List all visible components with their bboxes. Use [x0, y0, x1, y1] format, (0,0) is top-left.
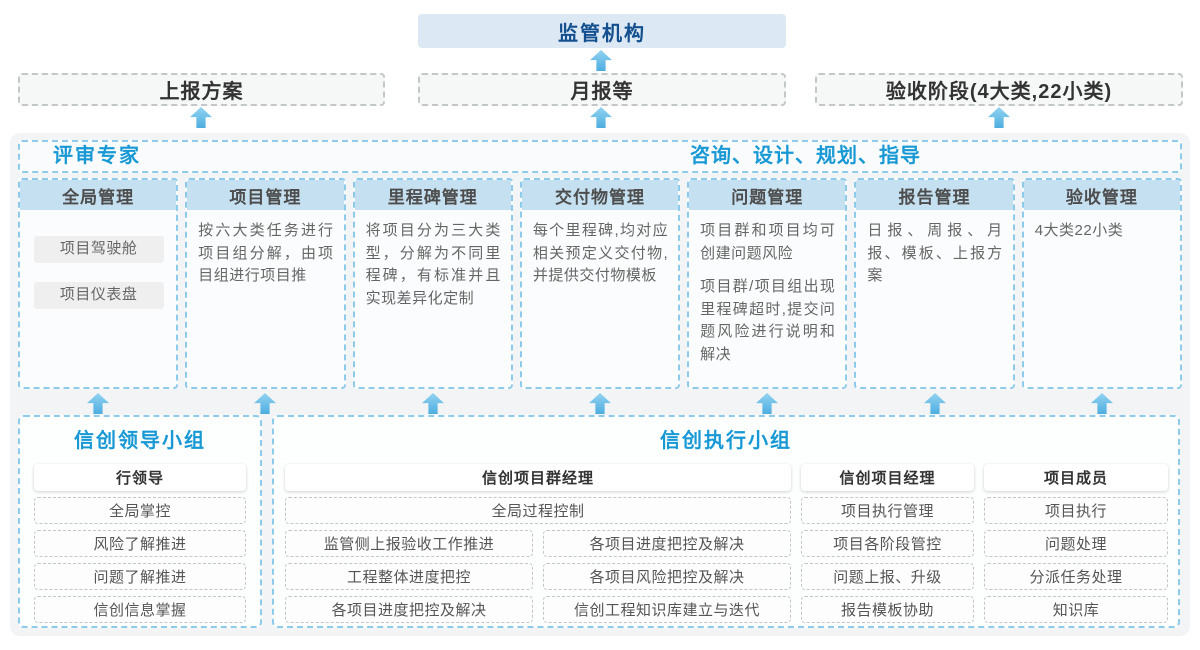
- execution-group-title: 信创执行小组: [660, 430, 792, 452]
- regulator-label: 监管机构: [558, 22, 646, 45]
- pg-item: 各项目风险把控及解决: [543, 563, 791, 590]
- pm-item: 项目各阶段管控: [801, 530, 974, 557]
- report-box-acceptance: 验收阶段(4大类,22小类): [815, 73, 1183, 106]
- leadership-group: 信创领导小组 行领导 全局掌控 风险了解推进 问题了解推进 信创信息掌握: [18, 415, 262, 628]
- up-arrow-icon: [422, 393, 444, 414]
- column-text: 4大类22小类: [1034, 222, 1124, 239]
- report-box-monthly: 月报等: [418, 73, 786, 106]
- column-body: 项目驾驶舱 项目仪表盘: [20, 210, 176, 309]
- member-item: 知识库: [984, 596, 1168, 623]
- column-text: 项目群/项目组出现里程碑超时,提交问题风险进行说明和解决: [700, 278, 836, 363]
- report-label: 验收阶段(4大类,22小类): [885, 81, 1113, 103]
- column-title: 验收管理: [1023, 180, 1180, 210]
- execution-group: 信创执行小组 信创项目群经理 全局过程控制 监管侧上报验收工作推进 各项目进度把…: [272, 415, 1180, 628]
- consulting-label: 咨询、设计、规划、指导: [690, 145, 921, 167]
- column-title: 交付物管理: [521, 180, 679, 210]
- leadership-group-body: 行领导 全局掌控 风险了解推进 问题了解推进 信创信息掌握: [20, 456, 260, 623]
- up-arrow-icon: [756, 393, 778, 414]
- leadership-item: 全局掌控: [34, 497, 246, 524]
- report-box-plan: 上报方案: [18, 73, 385, 106]
- column-body: 将项目分为三大类型，分解为不同里程碑，有标准并且实现差异化定制: [355, 210, 511, 310]
- pg-item: 各项目进度把控及解决: [543, 530, 791, 557]
- column-text: 将项目分为三大类型，分解为不同里程碑，有标准并且实现差异化定制: [365, 222, 501, 307]
- pg-item: 信创工程知识库建立与迭代: [543, 596, 791, 623]
- column-body: 项目群和项目均可创建问题风险 项目群/项目组出现里程碑超时,提交问题风险进行说明…: [689, 210, 845, 366]
- column-body: 日报、周报、月报、模板、上报方案: [856, 210, 1012, 288]
- up-arrow-icon: [589, 393, 611, 414]
- column-title: 全局管理: [20, 180, 177, 210]
- up-arrow-icon: [190, 107, 212, 128]
- pm-item: 报告模板协助: [801, 596, 974, 623]
- column-body: 按六大类任务进行项目组分解，由项目组进行项目推: [187, 210, 343, 288]
- column-report-management: 报告管理 日报、周报、月报、模板、上报方案: [854, 178, 1015, 389]
- role-project-member: 项目成员: [984, 464, 1168, 491]
- column-deliverable-management: 交付物管理 每个里程碑,均对应相关预定义交付物,并提供交付物模板: [519, 178, 681, 389]
- report-label: 上报方案: [159, 81, 244, 103]
- up-arrow-icon: [254, 393, 276, 414]
- column-title: 报告管理: [856, 180, 1013, 210]
- report-label: 月报等: [570, 81, 634, 103]
- module-columns: 全局管理 项目驾驶舱 项目仪表盘 项目管理 按六大类任务进行项目组分解，由项目组…: [18, 178, 1182, 389]
- leadership-item: 风险了解推进: [34, 530, 246, 557]
- column-issue-management: 问题管理 项目群和项目均可创建问题风险 项目群/项目组出现里程碑超时,提交问题风…: [687, 178, 848, 389]
- pg-item-grid: 监管侧上报验收工作推进 各项目进度把控及解决 工程整体进度把控 各项目风险把控及…: [285, 524, 791, 623]
- column-body: 每个里程碑,均对应相关预定义交付物,并提供交付物模板: [522, 210, 678, 288]
- project-member-column: 项目成员 项目执行 问题处理 分派任务处理 知识库: [984, 460, 1168, 623]
- column-title: 问题管理: [689, 180, 846, 210]
- leadership-group-title: 信创领导小组: [74, 430, 206, 452]
- column-body: 4大类22小类: [1024, 210, 1180, 243]
- advisor-header: 评审专家 咨询、设计、规划、指导: [18, 140, 1182, 173]
- chip-project-cockpit: 项目驾驶舱: [33, 236, 164, 263]
- column-text: 日报、周报、月报、模板、上报方案: [867, 222, 1003, 284]
- up-arrow-icon: [988, 107, 1010, 128]
- up-arrow-icon: [590, 107, 612, 128]
- execution-group-body: 信创项目群经理 全局过程控制 监管侧上报验收工作推进 各项目进度把控及解决 工程…: [274, 456, 1178, 623]
- column-text: 每个里程碑,均对应相关预定义交付物,并提供交付物模板: [532, 222, 669, 284]
- pg-item-full: 全局过程控制: [285, 497, 791, 524]
- column-title: 项目管理: [187, 180, 344, 210]
- program-manager-column: 信创项目群经理 全局过程控制 监管侧上报验收工作推进 各项目进度把控及解决 工程…: [285, 460, 791, 623]
- pg-item: 监管侧上报验收工作推进: [285, 530, 533, 557]
- leadership-item: 问题了解推进: [34, 563, 246, 590]
- up-arrow-icon: [87, 393, 109, 414]
- leadership-item: 信创信息掌握: [34, 596, 246, 623]
- pm-item: 项目执行管理: [801, 497, 974, 524]
- column-acceptance-management: 验收管理 4大类22小类: [1021, 178, 1182, 389]
- role-bank-leader: 行领导: [34, 464, 246, 491]
- chip-project-dashboard: 项目仪表盘: [33, 282, 164, 309]
- role-program-manager: 信创项目群经理: [285, 464, 791, 491]
- pg-item: 各项目进度把控及解决: [285, 596, 533, 623]
- column-text: 项目群和项目均可创建问题风险: [700, 222, 836, 262]
- member-item: 问题处理: [984, 530, 1168, 557]
- up-arrow-icon: [590, 50, 612, 71]
- up-arrow-icon: [1091, 393, 1113, 414]
- up-arrow-icon: [924, 393, 946, 414]
- regulator-box: 监管机构: [418, 14, 786, 48]
- column-title: 里程碑管理: [354, 180, 511, 210]
- member-item: 分派任务处理: [984, 563, 1168, 590]
- pg-item: 工程整体进度把控: [285, 563, 533, 590]
- project-manager-column: 信创项目经理 项目执行管理 项目各阶段管控 问题上报、升级 报告模板协助: [801, 460, 974, 623]
- member-item: 项目执行: [984, 497, 1168, 524]
- pm-item: 问题上报、升级: [801, 563, 974, 590]
- column-project-management: 项目管理 按六大类任务进行项目组分解，由项目组进行项目推: [185, 178, 346, 389]
- column-global-management: 全局管理 项目驾驶舱 项目仪表盘: [18, 178, 179, 389]
- platform-container: 评审专家 咨询、设计、规划、指导 全局管理 项目驾驶舱 项目仪表盘 项目管理 按…: [10, 133, 1190, 636]
- column-text: 按六大类任务进行项目组分解，由项目组进行项目推: [198, 222, 334, 284]
- review-experts-label: 评审专家: [53, 145, 141, 167]
- role-project-manager: 信创项目经理: [801, 464, 974, 491]
- column-milestone-management: 里程碑管理 将项目分为三大类型，分解为不同里程碑，有标准并且实现差异化定制: [352, 178, 513, 389]
